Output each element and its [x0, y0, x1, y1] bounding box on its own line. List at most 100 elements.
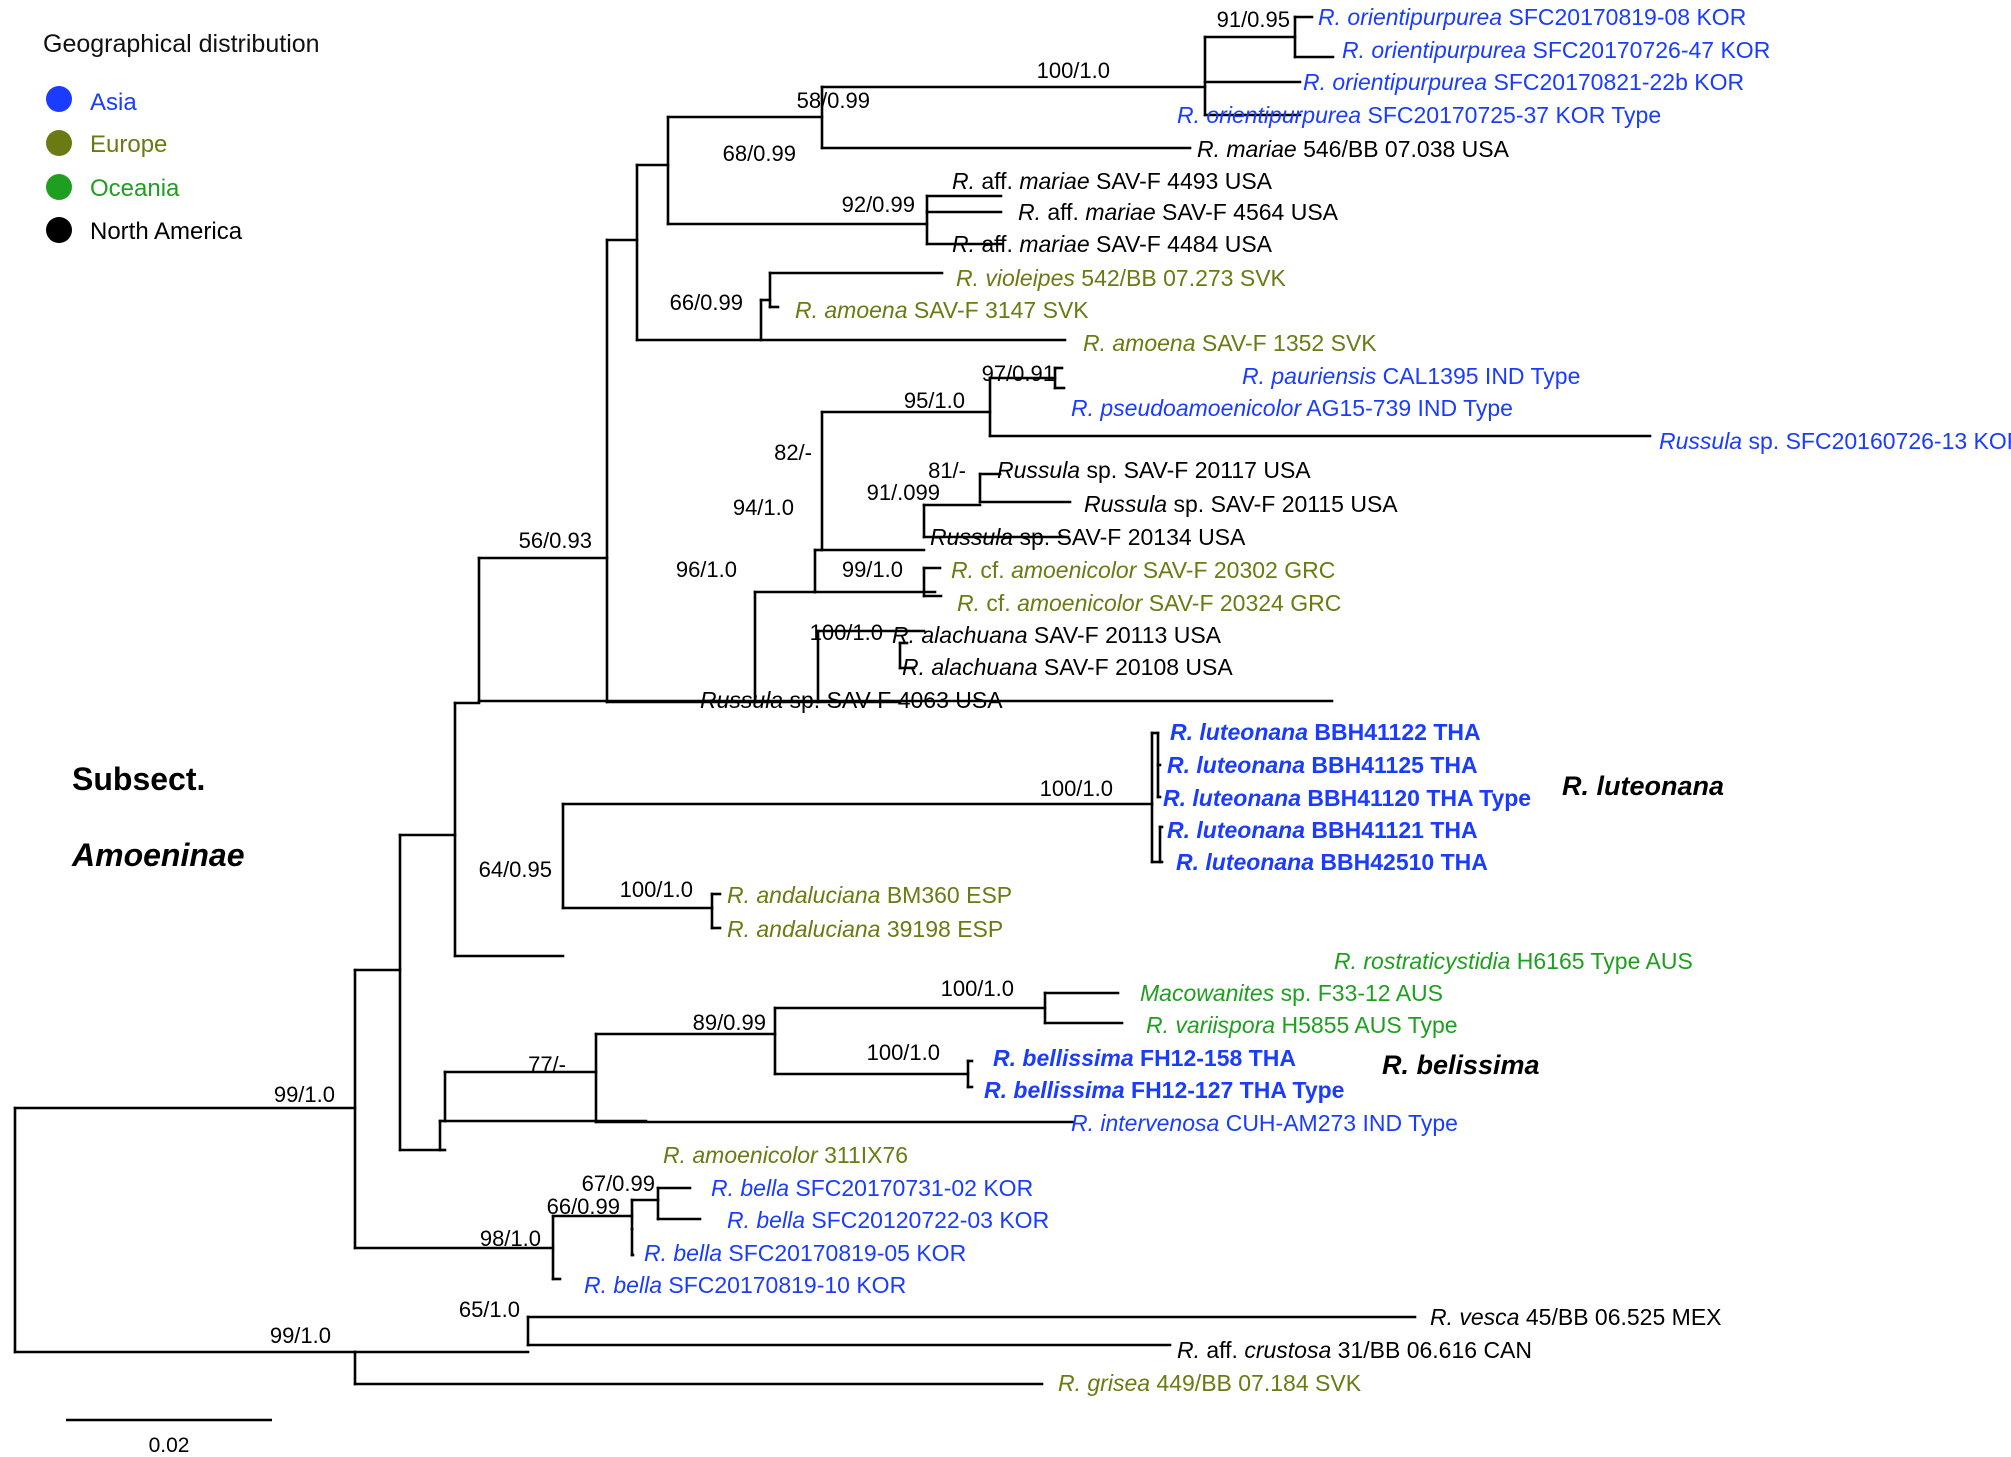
support-value: 99/1.0 — [270, 1323, 331, 1348]
taxon-detail: sp. SFC20160726-13 KOR — [1742, 428, 2011, 454]
taxon-genus: Russula — [1084, 491, 1167, 517]
legend-label-europe: Europe — [90, 131, 167, 158]
taxon-detail: SAV-F 1352 SVK — [1196, 330, 1378, 356]
taxon-genus: R. luteonana — [1163, 785, 1301, 811]
taxon-genus: R. — [951, 557, 974, 583]
taxon-epithet: mariae — [1085, 199, 1155, 225]
taxon-genus: R. — [952, 231, 975, 257]
taxon-label: R. orientipurpurea SFC20170725-37 KOR Ty… — [1177, 102, 1661, 128]
taxon-genus: R. orientipurpurea — [1303, 69, 1487, 95]
legend-dot-north-america — [46, 217, 72, 243]
taxon-detail: 39198 ESP — [880, 916, 1003, 942]
support-value: 98/1.0 — [480, 1226, 541, 1251]
taxon-label: R. luteonana BBH42510 THA — [1176, 849, 1488, 875]
support-value: 94/1.0 — [733, 495, 794, 520]
support-value: 91/.099 — [867, 480, 940, 505]
taxon-label: Russula sp. SAV-F 20117 USA — [997, 457, 1311, 483]
legend-label-north-america: North America — [90, 218, 243, 245]
taxon-genus: R. amoena — [795, 297, 908, 323]
tree-labels: R. orientipurpurea SFC20170819-08 KORR. … — [270, 4, 2011, 1396]
taxon-detail: BBH42510 THA — [1314, 849, 1488, 875]
subsection-label-line1: Subsect. — [72, 761, 205, 797]
taxon-detail: SFC20170726-47 KOR — [1526, 37, 1770, 63]
taxon-label: R. luteonana BBH41121 THA — [1167, 817, 1478, 843]
taxon-label: R. rostraticystidia H6165 Type AUS — [1334, 948, 1693, 974]
taxon-genus: R. mariae — [1197, 136, 1297, 162]
taxon-epithet: crustosa — [1244, 1337, 1331, 1363]
taxon-detail: sp. SAV-F 20134 USA — [1013, 524, 1246, 550]
support-value: 99/1.0 — [842, 557, 903, 582]
taxon-label: R. aff. mariae SAV-F 4493 USA — [952, 168, 1273, 194]
taxon-label: R. bella SFC20170819-10 KOR — [584, 1272, 906, 1298]
taxon-detail: 311IX76 — [818, 1142, 908, 1168]
taxon-detail: BBH41125 THA — [1305, 752, 1478, 778]
taxon-label: R. andaluciana 39198 ESP — [727, 916, 1003, 942]
support-value: 100/1.0 — [810, 620, 883, 645]
taxon-detail: SAV-F 4493 USA — [1090, 168, 1273, 194]
taxon-genus: R. vesca — [1430, 1304, 1519, 1330]
taxon-genus: R. variispora — [1146, 1012, 1275, 1038]
taxon-detail: SAV-F 20113 USA — [1028, 622, 1222, 648]
support-value: 68/0.99 — [723, 141, 796, 166]
taxon-genus: R. amoenicolor — [663, 1142, 819, 1168]
subsection-label-line2: Amoeninae — [71, 837, 244, 873]
support-value: 100/1.0 — [1040, 776, 1113, 801]
taxon-genus: R. andaluciana — [727, 882, 880, 908]
taxon-label: R. intervenosa CUH-AM273 IND Type — [1071, 1110, 1458, 1136]
taxon-detail: SFC20170725-37 KOR Type — [1361, 102, 1661, 128]
taxon-detail: SFC20170731-02 KOR — [789, 1175, 1033, 1201]
taxon-label: R. bella SFC20170731-02 KOR — [711, 1175, 1033, 1201]
taxon-label: R. aff. mariae SAV-F 4564 USA — [1018, 199, 1339, 225]
taxon-detail: aff. — [1041, 199, 1085, 225]
taxon-genus: Russula — [1659, 428, 1742, 454]
taxon-detail: SAV-F 20324 GRC — [1142, 590, 1341, 616]
legend: Geographical distribution Asia Europe Oc… — [43, 30, 320, 245]
taxon-detail: FH12-127 THA Type — [1125, 1077, 1345, 1103]
taxon-detail: SFC20170819-05 KOR — [722, 1240, 966, 1266]
taxon-genus: R. orientipurpurea — [1318, 4, 1502, 30]
taxon-label: Russula sp. SFC20160726-13 KOR — [1659, 428, 2011, 454]
taxon-detail: H6165 Type AUS — [1510, 948, 1692, 974]
taxon-label: R. vesca 45/BB 06.525 MEX — [1430, 1304, 1722, 1330]
taxon-epithet: mariae — [1019, 168, 1089, 194]
taxon-genus: R. orientipurpurea — [1342, 37, 1526, 63]
support-value: 56/0.93 — [519, 528, 592, 553]
taxon-genus: R. alachuana — [902, 654, 1038, 680]
taxon-detail: sp. SAV-F 20117 USA — [1080, 457, 1311, 483]
taxon-detail: SAV-F 20108 USA — [1038, 654, 1234, 680]
taxon-detail: 542/BB 07.273 SVK — [1075, 265, 1287, 291]
tree-branches — [13, 15, 1652, 1386]
support-value: 89/0.99 — [693, 1010, 766, 1035]
taxon-genus: R. — [952, 168, 975, 194]
clade-label-belissima: R. belissima — [1382, 1050, 1540, 1080]
taxon-epithet: mariae — [1019, 231, 1089, 257]
support-value: 77/- — [528, 1052, 566, 1077]
legend-dot-asia — [46, 86, 72, 112]
support-value: 95/1.0 — [904, 388, 965, 413]
taxon-detail: SAV-F 4484 USA — [1090, 231, 1273, 257]
support-value: 58/0.99 — [797, 88, 870, 113]
support-value: 100/1.0 — [941, 976, 1014, 1001]
support-value: 91/0.95 — [1217, 7, 1290, 32]
taxon-genus: R. bella — [584, 1272, 662, 1298]
taxon-detail: cf. — [974, 557, 1011, 583]
taxon-label: R. alachuana SAV-F 20113 USA — [892, 622, 1222, 648]
subsection-label: Subsect. Amoeninae — [71, 761, 244, 873]
taxon-detail: sp. SAV-F 4063 USA — [783, 687, 1003, 713]
support-value: 65/1.0 — [459, 1297, 520, 1322]
clade-label-luteonana: R. luteonana — [1562, 771, 1724, 801]
taxon-genus: R. bella — [644, 1240, 722, 1266]
taxon-detail: cf. — [980, 590, 1017, 616]
taxon-detail: SAV-F 3147 SVK — [908, 297, 1090, 323]
taxon-genus: R. alachuana — [892, 622, 1028, 648]
taxon-label: R. variispora H5855 AUS Type — [1146, 1012, 1458, 1038]
taxon-detail: aff. — [1200, 1337, 1244, 1363]
taxon-genus: R. amoena — [1083, 330, 1196, 356]
taxon-detail: H5855 AUS Type — [1275, 1012, 1457, 1038]
taxon-detail: sp. F33-12 AUS — [1274, 980, 1443, 1006]
taxon-label: R. pseudoamoenicolor AG15-739 IND Type — [1071, 395, 1513, 421]
taxon-detail: SFC20170819-10 KOR — [662, 1272, 906, 1298]
taxon-genus: R. bella — [727, 1207, 805, 1233]
taxon-detail: SFC20170821-22b KOR — [1487, 69, 1744, 95]
taxon-label: Macowanites sp. F33-12 AUS — [1140, 980, 1443, 1006]
